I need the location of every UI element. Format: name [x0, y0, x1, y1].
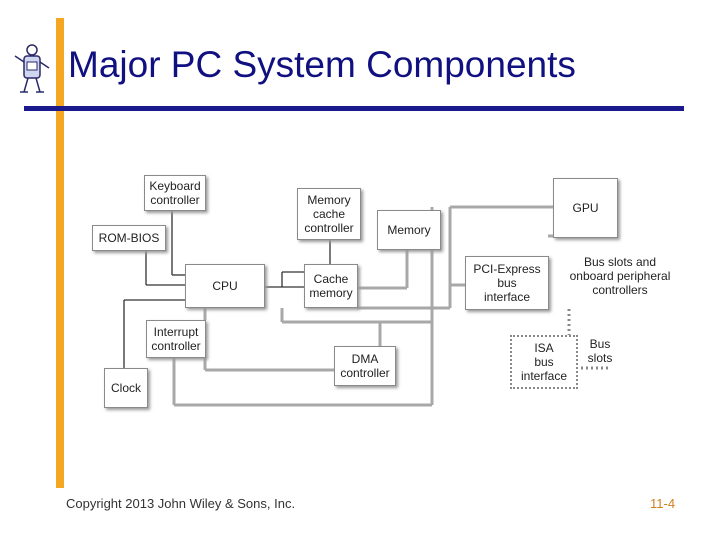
title-rule [24, 106, 684, 111]
bus-slots-short-label: Bus slots [587, 337, 613, 365]
mascot-logo-icon [14, 44, 50, 93]
bus-slots-label: Bus slots and onboard peripheral control… [569, 255, 671, 297]
memory-box: Memory [377, 210, 441, 250]
rom-bios-box: ROM-BIOS [92, 225, 166, 251]
copyright-footer: Copyright 2013 John Wiley & Sons, Inc. [66, 496, 296, 511]
gpu-box: GPU [553, 178, 618, 238]
accent-bar [56, 18, 64, 488]
cpu-box: CPU [185, 264, 265, 308]
slide-title: Major PC System Components [68, 44, 576, 85]
clock-box: Clock [104, 368, 148, 408]
page-number: 11-4 [650, 496, 676, 511]
